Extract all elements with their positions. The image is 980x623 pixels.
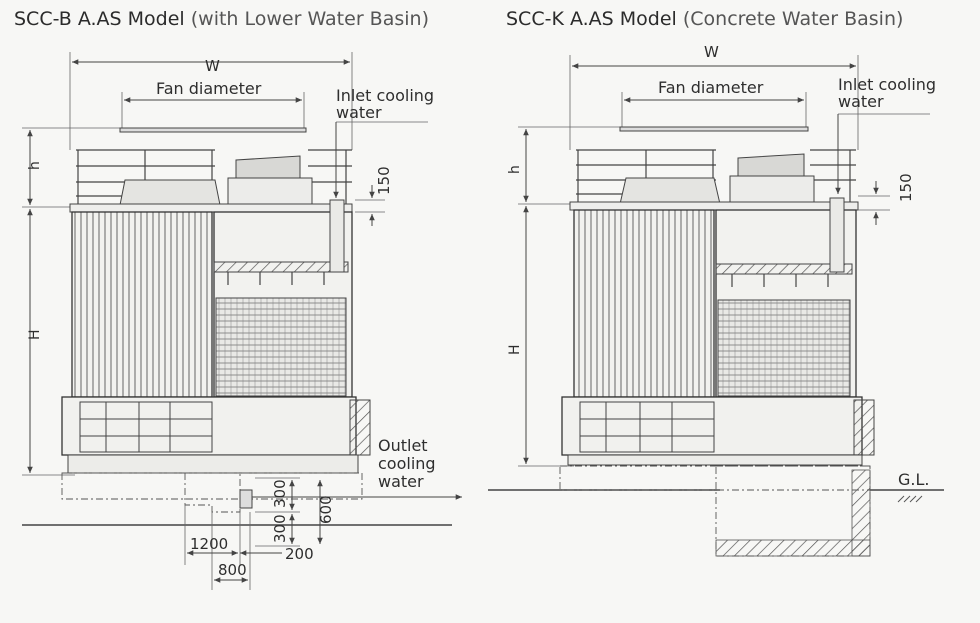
left-300-lower-label: 300	[271, 514, 289, 543]
right-150-label: 150	[897, 173, 915, 202]
left-outlet-label-1: Outlet	[378, 436, 428, 455]
right-inlet-label-1: Inlet cooling	[838, 75, 936, 94]
left-w-label: W	[205, 57, 220, 75]
left-h-label: h	[27, 161, 43, 170]
right-model-subtitle: (Concrete Water Basin)	[682, 8, 904, 30]
left-diagram-title: SCC-B A.AS Model (with Lower Water Basin…	[14, 8, 429, 30]
ground-level-label: G.L.	[898, 470, 929, 489]
right-fan-diameter-label: Fan diameter	[658, 78, 764, 97]
left-outlet-label-3: water	[378, 472, 424, 491]
left-H-label: H	[27, 329, 43, 340]
left-outlet-label-2: cooling	[378, 454, 436, 473]
left-200-label: 200	[285, 545, 314, 563]
right-h-label: h	[507, 165, 523, 174]
right-model-name: SCC-K A.AS Model	[506, 8, 677, 30]
right-inlet-label-2: water	[838, 92, 884, 111]
right-diagram-title: SCC-K A.AS Model (Concrete Water Basin)	[506, 8, 903, 30]
left-300-upper-label: 300	[271, 479, 289, 508]
left-fan-diameter-label: Fan diameter	[156, 79, 262, 98]
left-600-label: 600	[317, 495, 335, 524]
left-800-label: 800	[218, 561, 247, 579]
left-1200-label: 1200	[190, 535, 228, 553]
right-w-label: W	[704, 43, 719, 61]
left-inlet-label-1: Inlet cooling	[336, 86, 434, 105]
left-tower-drawing	[22, 52, 462, 590]
left-inlet-label-2: water	[336, 103, 382, 122]
left-model-name: SCC-B A.AS Model	[14, 8, 185, 30]
left-model-subtitle: (with Lower Water Basin)	[190, 8, 429, 30]
right-H-label: H	[507, 344, 523, 355]
left-150-label: 150	[375, 166, 393, 195]
right-tower-drawing	[488, 55, 944, 557]
